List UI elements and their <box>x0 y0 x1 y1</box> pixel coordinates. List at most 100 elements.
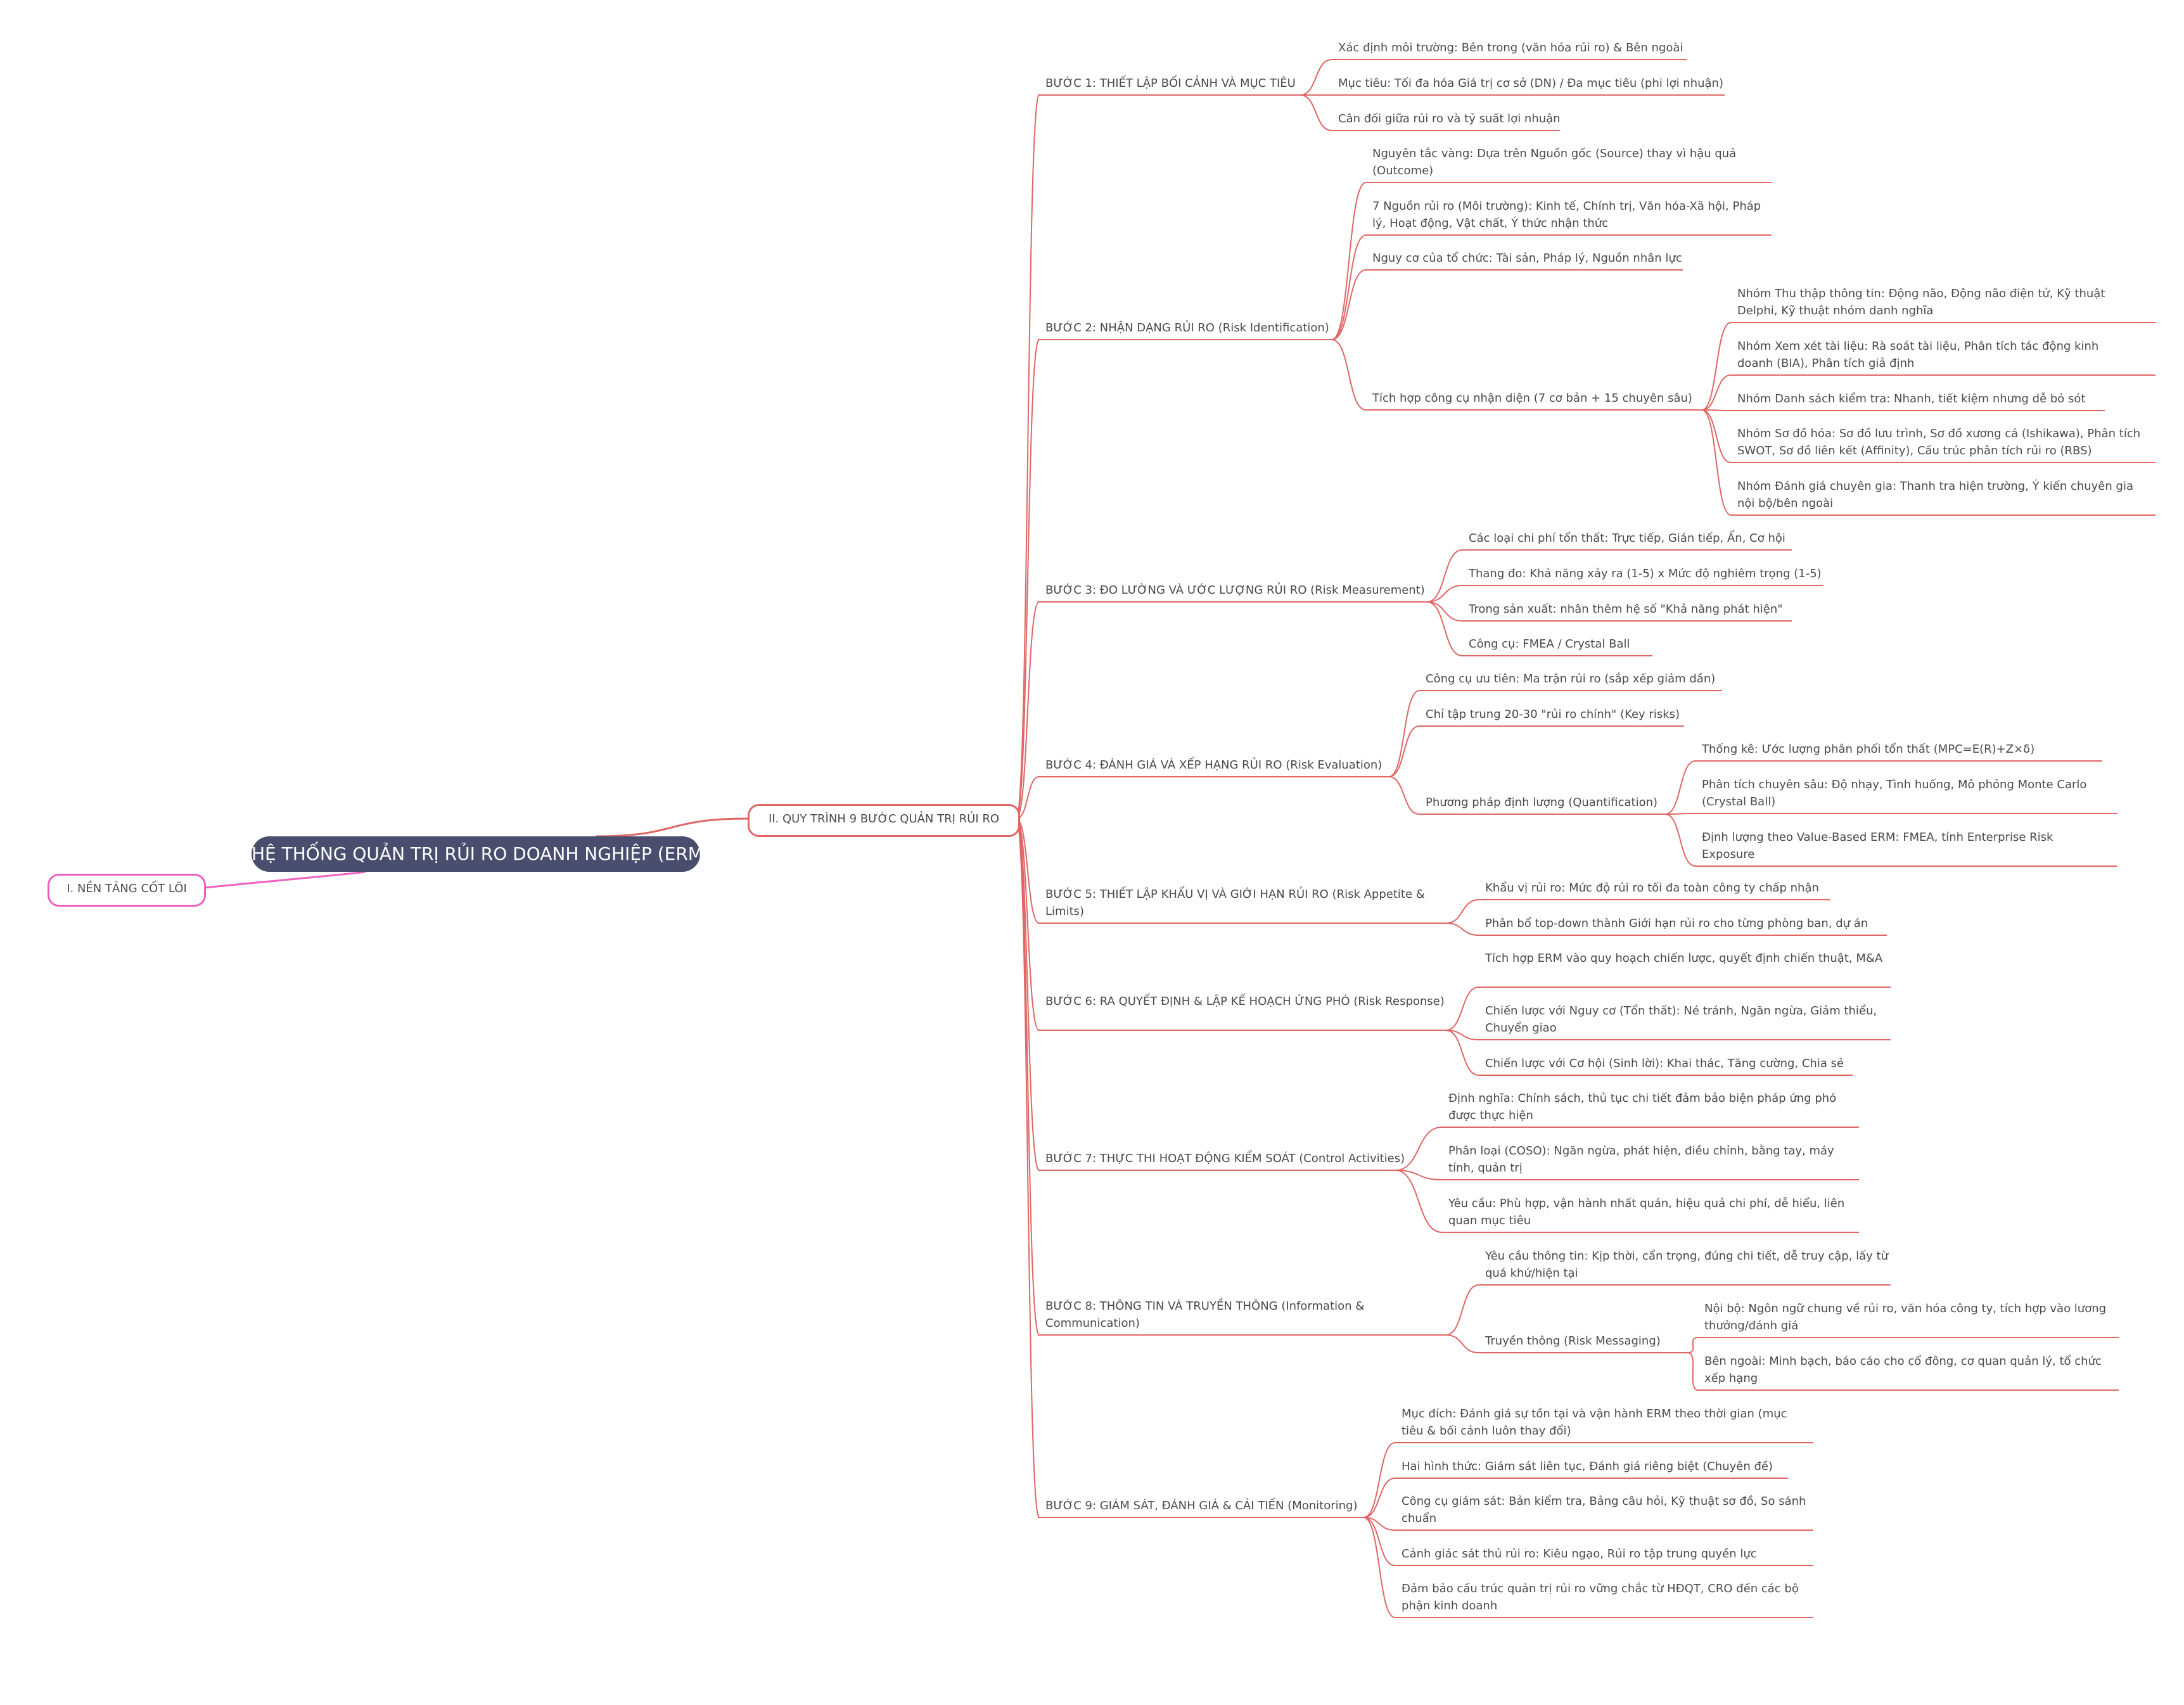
connector-step-3-child-2 <box>1426 585 1463 603</box>
step-2-child-4-sub-4[interactable]: Nhóm Sơ đồ hóa: Sơ đồ lưu trình, Sơ đồ x… <box>1737 427 2141 457</box>
step-8-child-2-sub-1[interactable]: Nội bộ: Ngôn ngữ chung về rủi ro, văn hó… <box>1704 1302 2107 1332</box>
step-4-child-3-sub-1[interactable]: Thống kê: Ước lượng phân phối tổn thất (… <box>1702 743 2035 756</box>
step-4-child-2[interactable]: Chỉ tập trung 20-30 "rủi ro chính" (Key … <box>1426 708 1680 721</box>
step-4-child-1[interactable]: Công cụ ưu tiên: Ma trận rủi ro (sắp xếp… <box>1426 672 1716 686</box>
step-7-child-2[interactable]: Phân loại (COSO): Ngăn ngừa, phát hiện, … <box>1448 1144 1834 1175</box>
connector-step-9-child-1 <box>1363 1442 1396 1518</box>
step-9-child-3[interactable]: Công cụ giám sát: Bản kiểm tra, Bảng câu… <box>1402 1495 1806 1525</box>
step-9-child-2[interactable]: Hai hình thức: Giám sát liên tục, Đánh g… <box>1402 1460 1773 1473</box>
connector-step-7-child-2 <box>1395 1170 1443 1180</box>
connector-step-3-child-4 <box>1426 601 1463 656</box>
step-7-child-1[interactable]: Định nghĩa: Chính sách, thủ tục chi tiết… <box>1448 1092 1837 1122</box>
connector-step-8-child-2-sub-2 <box>1687 1352 1699 1391</box>
step-1-child-3[interactable]: Cân đối giữa rủi ro và tỷ suất lợi nhuận <box>1338 112 1561 125</box>
step-2-child-4-sub-3[interactable]: Nhóm Danh sách kiểm tra: Nhanh, tiết kiệ… <box>1737 392 2086 405</box>
connector-step-2-child-4-sub-4 <box>1701 409 1732 463</box>
step-2-child-4[interactable]: Tích hợp công cụ nhận diện (7 cơ bản + 1… <box>1372 392 1692 405</box>
step-6-child-2[interactable]: Chiến lược với Nguy cơ (Tổn thất): Né tr… <box>1485 1004 1877 1035</box>
step-1-child-2[interactable]: Mục tiêu: Tối đa hóa Giá trị cơ sở (DN) … <box>1338 77 1723 90</box>
step-2-child-2[interactable]: 7 Nguồn rủi ro (Môi trường): Kinh tế, Ch… <box>1372 200 1761 230</box>
step-3[interactable]: BƯỚC 3: ĐO LƯỜNG VÀ ƯỚC LƯỢNG RỦI RO (Ri… <box>1045 584 1425 597</box>
connector-step-8-child-2 <box>1445 1334 1479 1353</box>
connector-step-4-child-2 <box>1388 725 1420 777</box>
connector-step-4-child-3-sub-3 <box>1664 814 1696 867</box>
connector-step-7 <box>1016 818 1040 1171</box>
connector-step-5-child-2 <box>1445 923 1479 936</box>
connector-step-3 <box>1016 601 1040 819</box>
connector-step-6 <box>1016 818 1040 1031</box>
connector-step-5-child-1 <box>1445 899 1479 924</box>
branch-nine-step-process[interactable]: II. QUY TRÌNH 9 BƯỚC QUẢN TRỊ RỦI RO <box>748 804 1020 837</box>
step-6[interactable]: BƯỚC 6: RA QUYẾT ĐỊNH & LẬP KẾ HOẠCH ỨNG… <box>1045 995 1445 1008</box>
step-4-child-3[interactable]: Phương pháp định lượng (Quantification) <box>1426 796 1658 809</box>
step-7[interactable]: BƯỚC 7: THỰC THI HOẠT ĐỘNG KIỂM SOÁT (Co… <box>1045 1152 1405 1165</box>
connector-step-2-child-1 <box>1331 182 1367 340</box>
connector-step-2-child-4-sub-2 <box>1701 374 1732 411</box>
connector-step-4-child-3-sub-1 <box>1664 760 1696 815</box>
step-1-child-1[interactable]: Xác định môi trường: Bên trong (văn hóa … <box>1338 41 1683 54</box>
step-2-child-1[interactable]: Nguyên tắc vàng: Dựa trên Nguồn gốc (Sou… <box>1372 147 1737 177</box>
connector-step-2-child-4 <box>1331 339 1367 411</box>
connector-step-9-child-5 <box>1363 1517 1396 1618</box>
connector-step-8 <box>1016 818 1040 1336</box>
connector-step-9-child-3 <box>1363 1517 1396 1531</box>
step-5-child-1[interactable]: Khẩu vị rủi ro: Mức độ rủi ro tối đa toà… <box>1485 881 1819 895</box>
root-node[interactable]: HỆ THỐNG QUẢN TRỊ RỦI RO DOANH NGHIỆP (E… <box>252 836 710 872</box>
connector-step-2 <box>1016 339 1040 819</box>
step-4-child-3-sub-2[interactable]: Phân tích chuyên sâu: Độ nhạy, Tình huốn… <box>1702 778 2087 808</box>
step-8-child-2-sub-2[interactable]: Bên ngoài: Minh bạch, báo cáo cho cổ đôn… <box>1704 1355 2102 1385</box>
step-3-child-3[interactable]: Trong sản xuất: nhân thêm hệ số "Khả năn… <box>1469 603 1783 616</box>
connector-root-branch2 <box>595 817 748 838</box>
step-2-child-3[interactable]: Nguy cơ của tổ chức: Tài sản, Pháp lý, N… <box>1372 252 1682 265</box>
step-8-child-1[interactable]: Yêu cầu thông tin: Kịp thời, cẩn trọng, … <box>1485 1249 1889 1280</box>
branch-core-foundation[interactable]: I. NỀN TẢNG CỐT LÕI <box>48 874 206 907</box>
connector-step-2-child-4-sub-5 <box>1701 409 1732 516</box>
connector-step-4-child-3 <box>1388 776 1420 815</box>
step-2-child-4-sub-2[interactable]: Nhóm Xem xét tài liệu: Rà soát tài liệu,… <box>1737 340 2099 370</box>
connector-step-2-child-4-sub-3 <box>1701 409 1732 411</box>
connector-step-6-child-1 <box>1445 987 1479 1031</box>
step-8-child-2[interactable]: Truyền thông (Risk Messaging) <box>1485 1334 1661 1348</box>
connector-step-9-child-2 <box>1363 1478 1396 1518</box>
step-9-child-4[interactable]: Cảnh giác sát thủ rủi ro: Kiêu ngạo, Rủi… <box>1402 1547 1757 1561</box>
step-3-child-4[interactable]: Công cụ: FMEA / Crystal Ball <box>1469 637 1630 651</box>
connector-step-2-child-4-sub-1 <box>1701 322 1732 411</box>
step-6-child-1[interactable]: Tích hợp ERM vào quy hoạch chiến lược, q… <box>1485 952 1883 965</box>
step-5[interactable]: BƯỚC 5: THIẾT LẬP KHẨU VỊ VÀ GIỚI HẠN RỦ… <box>1045 888 1425 918</box>
step-3-child-1[interactable]: Các loại chi phí tổn thất: Trực tiếp, Gi… <box>1469 532 1785 545</box>
step-9[interactable]: BƯỚC 9: GIÁM SÁT, ĐÁNH GIÁ & CẢI TIẾN (M… <box>1045 1499 1358 1512</box>
step-3-child-2[interactable]: Thang đo: Khả năng xảy ra (1-5) x Mức độ… <box>1469 567 1822 580</box>
step-2-child-4-sub-5[interactable]: Nhóm Đánh giá chuyên gia: Thanh tra hiện… <box>1737 480 2133 510</box>
step-7-child-3[interactable]: Yêu cầu: Phù hợp, vận hành nhất quán, hi… <box>1448 1197 1845 1227</box>
step-9-child-1[interactable]: Mục đích: Đánh giá sự tồn tại và vận hàn… <box>1402 1407 1787 1438</box>
step-5-child-2[interactable]: Phân bổ top-down thành Giới hạn rủi ro c… <box>1485 917 1868 930</box>
connector-step-8-child-2-sub-1 <box>1687 1337 1699 1353</box>
connector-step-2-child-2 <box>1331 234 1367 340</box>
step-9-child-5[interactable]: Đảm bảo cấu trúc quản trị rủi ro vững ch… <box>1402 1582 1799 1612</box>
step-2[interactable]: BƯỚC 2: NHẬN DẠNG RỦI RO (Risk Identific… <box>1045 321 1329 335</box>
connector-step-3-child-3 <box>1426 601 1463 622</box>
step-4-child-3-sub-3[interactable]: Định lượng theo Value-Based ERM: FMEA, t… <box>1702 831 2053 861</box>
step-2-child-4-sub-1[interactable]: Nhóm Thu thập thông tin: Động não, Động … <box>1737 287 2105 317</box>
step-6-child-3[interactable]: Chiến lược với Cơ hội (Sinh lời): Khai t… <box>1485 1057 1844 1070</box>
connector-step-1 <box>1016 94 1040 819</box>
step-8[interactable]: BƯỚC 8: THÔNG TIN VÀ TRUYỀN THÔNG (Infor… <box>1045 1300 1365 1330</box>
step-4[interactable]: BƯỚC 4: ĐÁNH GIÁ VÀ XẾP HẠNG RỦI RO (Ris… <box>1045 758 1383 772</box>
connector-step-3-child-1 <box>1426 549 1463 603</box>
connector-step-9-child-4 <box>1363 1517 1396 1566</box>
connector-step-2-child-3 <box>1331 269 1367 340</box>
connector-root-branch1 <box>201 871 366 890</box>
connector-step-7-child-1 <box>1395 1127 1443 1171</box>
connector-step-9 <box>1016 818 1040 1518</box>
connector-step-1-child-1 <box>1300 59 1332 96</box>
step-1[interactable]: BƯỚC 1: THIẾT LẬP BỐI CẢNH VÀ MỤC TIÊU <box>1045 77 1296 90</box>
connector-step-5 <box>1016 818 1040 924</box>
connector-step-6-child-3 <box>1445 1030 1479 1076</box>
connector-step-6-child-2 <box>1445 1030 1479 1040</box>
connector-step-8-child-1 <box>1445 1284 1479 1336</box>
connector-step-1-child-3 <box>1300 94 1332 131</box>
connector-step-4-child-1 <box>1388 690 1420 777</box>
connector-step-7-child-3 <box>1395 1170 1443 1233</box>
